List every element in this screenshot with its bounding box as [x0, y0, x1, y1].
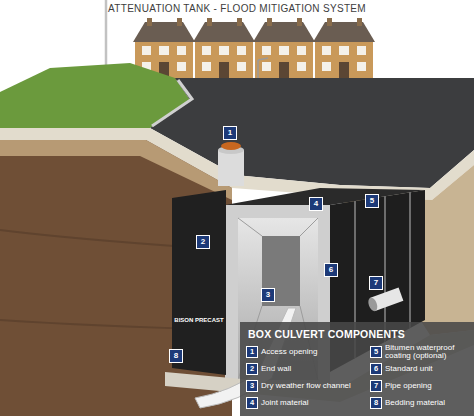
callout-number: 2	[196, 235, 210, 249]
legend-text: Bedding material	[385, 399, 471, 408]
legend-text: Standard unit	[385, 365, 471, 374]
legend-text: End wall	[261, 365, 371, 374]
legend-number: 2	[246, 363, 258, 375]
callout-number: 3	[261, 288, 275, 302]
callout-number: 4	[309, 197, 323, 211]
legend-number: 4	[246, 397, 258, 409]
callout-number: 6	[324, 263, 338, 277]
legend-text: Joint material	[261, 399, 371, 408]
legend-text: Bitumen waterproof coating (optional)	[385, 344, 471, 361]
legend-number: 6	[370, 363, 382, 375]
legend-number: 3	[246, 380, 258, 392]
legend-number: 5	[370, 346, 382, 358]
callout-number: 7	[369, 276, 383, 290]
callout-number: 8	[169, 349, 183, 363]
legend-number: 1	[246, 346, 258, 358]
brand-logo-text: BISON PRECAST	[174, 317, 223, 323]
legend-text: Dry weather flow channel	[261, 382, 371, 391]
legend-text: Pipe opening	[385, 382, 471, 391]
legend-text: Access opening	[261, 348, 371, 357]
panel-heading: BOX CULVERT COMPONENTS	[248, 328, 405, 340]
legend-number: 8	[370, 397, 382, 409]
legend-number: 7	[370, 380, 382, 392]
callout-number: 5	[365, 194, 379, 208]
callout-number: 1	[223, 126, 237, 140]
diagram-title: ATTENUATION TANK - FLOOD MITIGATION SYST…	[0, 3, 474, 14]
